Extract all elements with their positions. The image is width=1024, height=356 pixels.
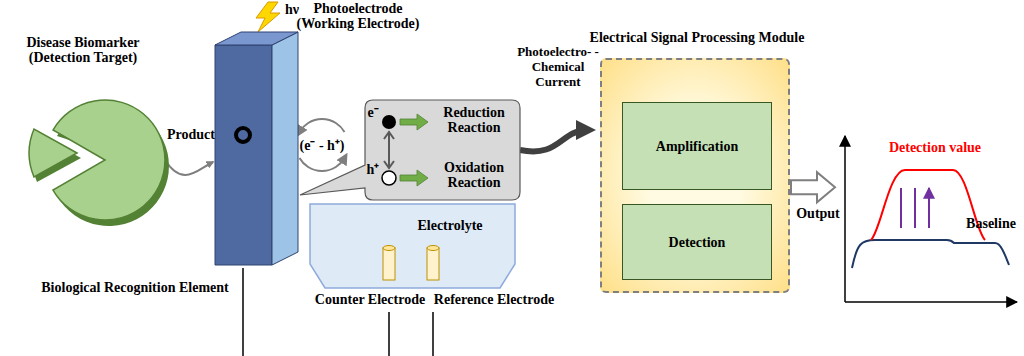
photoelectrode: Photoelectrode (Working Electrode) bbox=[215, 30, 300, 270]
recognition-element-shape bbox=[40, 95, 170, 225]
electrolyte-tank-shape bbox=[310, 204, 515, 288]
node-text: Biological Recognition Element bbox=[15, 280, 255, 295]
process-box: Amplification bbox=[622, 102, 772, 190]
reaction-callout: e⁻ Reduction Reaction h⁺ Oxidation Reaction bbox=[365, 100, 520, 200]
node-text: h⁺ bbox=[366, 162, 380, 177]
cycle-arrow bbox=[300, 119, 345, 132]
charge-pair: (e⁻ - h⁺) bbox=[297, 138, 347, 153]
node-text: Disease Biomarker (Detection Target) bbox=[18, 35, 148, 65]
electrode-wire bbox=[242, 268, 244, 356]
node-text: Oxidation Reaction bbox=[431, 160, 517, 190]
connector-arrow bbox=[791, 172, 835, 202]
light-symbol: hν bbox=[283, 2, 301, 17]
node-text: Baseline bbox=[963, 216, 1019, 231]
node-text: Electrolyte bbox=[405, 218, 495, 233]
electrode-wire bbox=[388, 312, 390, 356]
edge-label: Output bbox=[793, 206, 843, 221]
process-box: Detection bbox=[622, 204, 772, 280]
node-text: Photoelectrode (Working Electrode) bbox=[283, 1, 433, 31]
electrode-wire bbox=[432, 312, 434, 356]
signal-chart: Detection valueBaseline bbox=[835, 130, 1020, 310]
node-text: Electrical Signal Processing Module bbox=[567, 30, 827, 45]
connector-arrow bbox=[165, 160, 213, 175]
edge-label: Product bbox=[163, 127, 219, 142]
processing-module: Electrical Signal Processing ModuleAmpli… bbox=[600, 58, 790, 293]
edge-label: Photoelectro- -Chemical Current bbox=[517, 44, 599, 89]
connector-arrow bbox=[520, 130, 588, 151]
electrolyte-tank: Electrolyte bbox=[310, 204, 515, 288]
node-text: Reduction Reaction bbox=[431, 105, 517, 135]
electrode-label: Reference Electrode bbox=[431, 292, 557, 307]
node-text: Detection value bbox=[880, 140, 990, 155]
light-bolt bbox=[256, 2, 280, 32]
photoelectrode-shape bbox=[215, 30, 300, 270]
node-text: Detection bbox=[663, 235, 732, 250]
cycle-arrow bbox=[300, 158, 345, 171]
electrode-label: Counter Electrode bbox=[312, 292, 428, 307]
node-text: Amplification bbox=[650, 139, 744, 154]
recognition-element: Biological Recognition Element bbox=[40, 95, 170, 225]
node-text: e⁻ bbox=[366, 105, 380, 120]
